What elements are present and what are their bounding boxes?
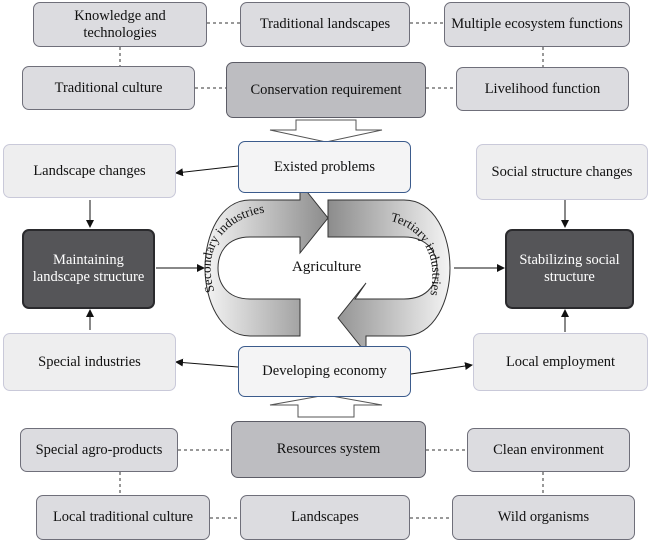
- wild-organisms-box: Wild organisms: [452, 495, 635, 540]
- resources-system-box: Resources system: [231, 421, 426, 478]
- social-structure-changes-box: Social structure changes: [476, 144, 648, 200]
- maintaining-landscape-structure-box: Maintaining landscape structure: [22, 229, 155, 309]
- secondary-industries-label: Secondary industries: [199, 201, 266, 295]
- local-employment-box: Local employment: [473, 333, 648, 391]
- bottom-dashed-connectors: [119, 449, 544, 519]
- top-dashed-connectors: [119, 22, 544, 89]
- landscapes-box: Landscapes: [240, 495, 410, 540]
- agriculture-label: Agriculture: [292, 259, 362, 275]
- landscape-changes-box: Landscape changes: [3, 144, 176, 198]
- up-arrow-resources: [269, 394, 383, 418]
- knowledge-technologies-box: Knowledge and technologies: [33, 2, 207, 47]
- cycle-arrow-right: [327, 199, 451, 355]
- traditional-culture-box: Traditional culture: [22, 66, 195, 110]
- livelihood-function-box: Livelihood function: [456, 67, 629, 111]
- local-traditional-culture-box: Local traditional culture: [36, 495, 210, 540]
- special-industries-box: Special industries: [3, 333, 176, 391]
- stabilizing-social-structure-box: Stabilizing social structure: [505, 229, 634, 309]
- down-arrow-conservation: [269, 119, 383, 143]
- clean-environment-box: Clean environment: [467, 428, 630, 472]
- traditional-landscapes-box: Traditional landscapes: [240, 2, 410, 47]
- special-agro-products-box: Special agro-products: [20, 428, 178, 472]
- cycle-arrow-left: [204, 181, 329, 337]
- developing-economy-box: Developing economy: [238, 346, 411, 397]
- solid-arrows: [86, 165, 569, 375]
- conservation-requirement-box: Conservation requirement: [226, 62, 426, 118]
- ecosystem-functions-box: Multiple ecosystem functions: [444, 2, 630, 47]
- existed-problems-box: Existed problems: [238, 141, 411, 193]
